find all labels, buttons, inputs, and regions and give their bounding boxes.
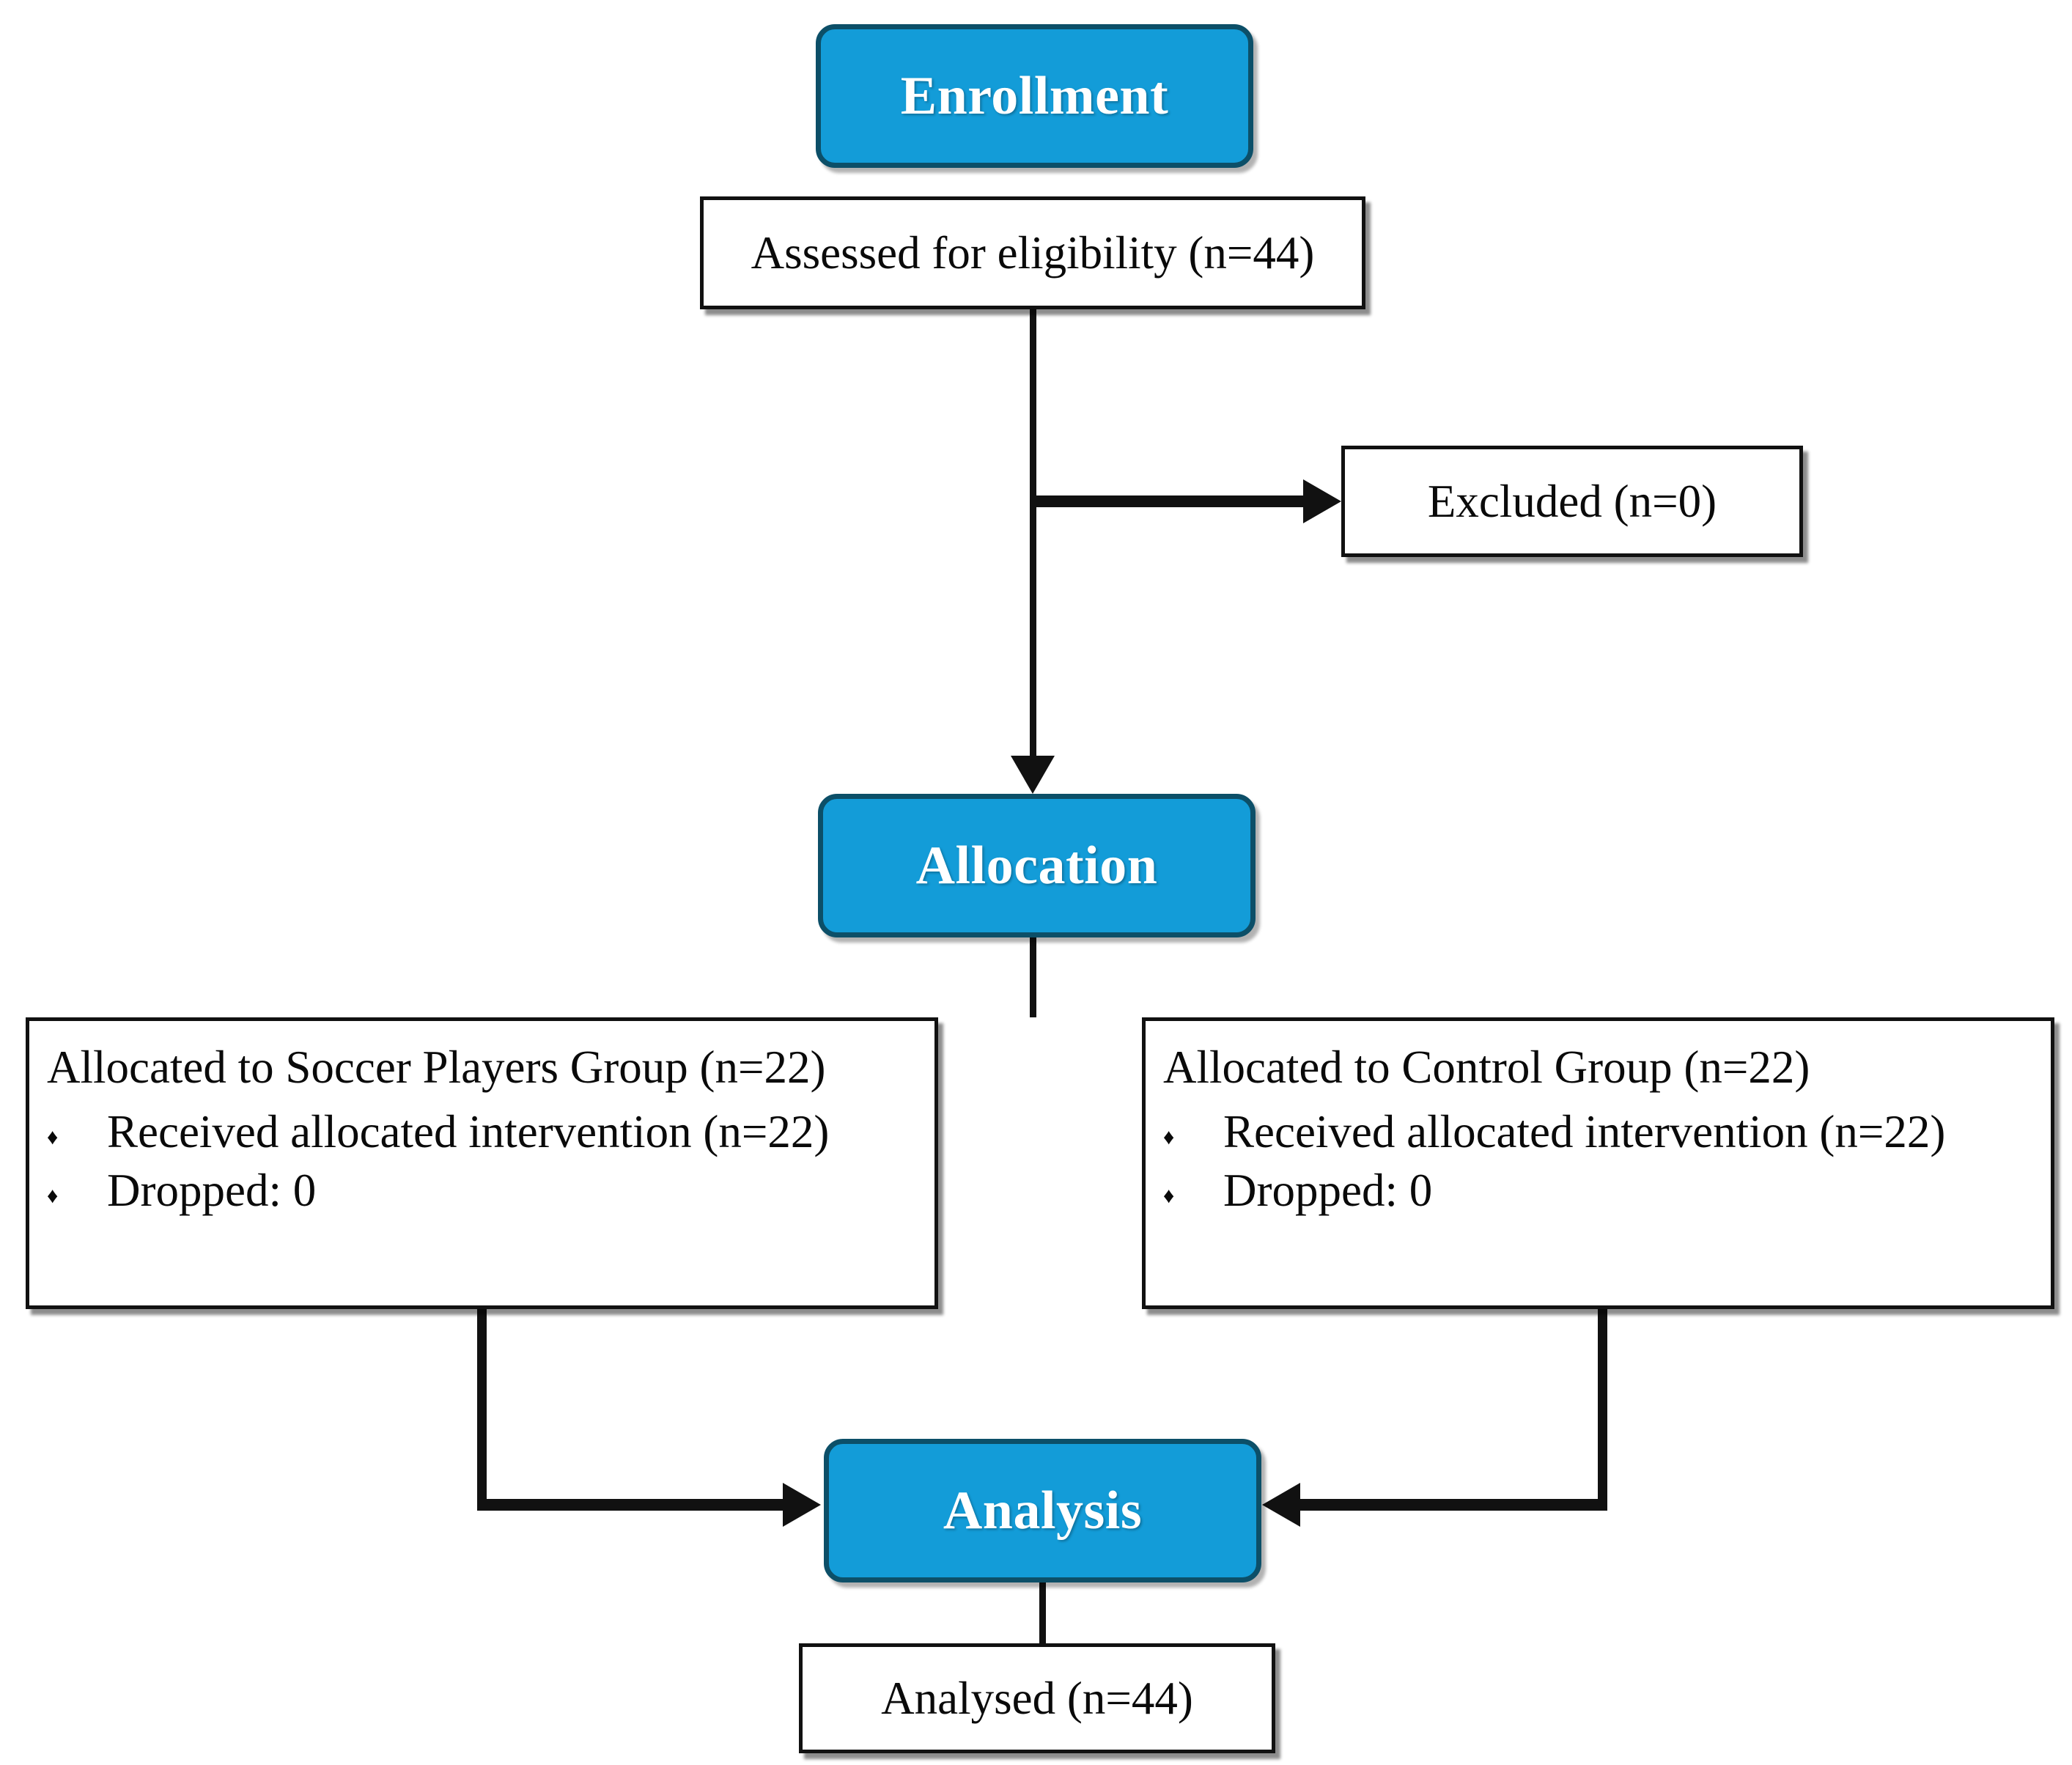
node-analysed: Analysed (n=44) xyxy=(799,1643,1275,1753)
arrowhead-left-to-analysis xyxy=(1262,1483,1300,1527)
node-assessed-for-eligibility-label: Assessed for eligibility (n=44) xyxy=(751,226,1315,279)
group-title-control: Allocated to Control Group (n=22) xyxy=(1163,1042,1810,1093)
stage-label-allocation: Allocation xyxy=(915,836,1158,896)
group-box-control: Allocated to Control Group (n=22) ♦ Rece… xyxy=(1142,1017,2054,1309)
node-assessed-for-eligibility: Assessed for eligibility (n=44) xyxy=(700,196,1365,309)
diamond-bullet-icon: ♦ xyxy=(47,1183,59,1208)
group-bullets-soccer-players: ♦ Received allocated intervention (n=22)… xyxy=(47,1105,921,1218)
arrowhead-right-to-analysis xyxy=(783,1483,821,1527)
diamond-bullet-icon: ♦ xyxy=(1163,1125,1175,1150)
node-excluded-label: Excluded (n=0) xyxy=(1427,475,1717,527)
node-excluded: Excluded (n=0) xyxy=(1341,446,1803,557)
stage-banner-enrollment: Enrollment xyxy=(816,24,1253,168)
connector-to-excluded xyxy=(1036,495,1304,507)
group-box-soccer-players: Allocated to Soccer Players Group (n=22)… xyxy=(26,1017,938,1309)
list-item-label: Dropped: 0 xyxy=(107,1164,317,1216)
connector-analysis-to-analysed xyxy=(1039,1582,1046,1643)
connector-eligibility-to-allocation xyxy=(1030,308,1036,759)
list-item-label: Dropped: 0 xyxy=(1223,1164,1433,1216)
stage-banner-allocation: Allocation xyxy=(818,794,1256,937)
connector-right-group-down xyxy=(1598,1309,1607,1508)
connector-left-group-to-analysis xyxy=(477,1499,785,1511)
stage-banner-analysis: Analysis xyxy=(824,1439,1261,1582)
node-assessed-for-eligibility-inner: Assessed for eligibility (n=44) xyxy=(704,200,1362,306)
node-analysed-label: Analysed (n=44) xyxy=(881,1672,1193,1724)
node-analysed-inner: Analysed (n=44) xyxy=(803,1647,1272,1750)
connector-right-group-to-analysis xyxy=(1300,1499,1607,1511)
stage-label-analysis: Analysis xyxy=(943,1481,1143,1541)
node-excluded-inner: Excluded (n=0) xyxy=(1345,449,1799,553)
list-item-label: Received allocated intervention (n=22) xyxy=(107,1106,830,1158)
diamond-bullet-icon: ♦ xyxy=(47,1125,59,1150)
list-item: ♦ Dropped: 0 xyxy=(47,1163,921,1219)
diamond-bullet-icon: ♦ xyxy=(1163,1183,1175,1208)
list-item: ♦ Received allocated intervention (n=22) xyxy=(47,1105,921,1160)
group-title-soccer-players: Allocated to Soccer Players Group (n=22) xyxy=(47,1042,826,1093)
stage-label-enrollment: Enrollment xyxy=(900,66,1169,126)
list-item-label: Received allocated intervention (n=22) xyxy=(1223,1106,1946,1158)
list-item: ♦ Received allocated intervention (n=22) xyxy=(1163,1105,2038,1160)
list-item: ♦ Dropped: 0 xyxy=(1163,1163,2038,1219)
connector-left-group-down xyxy=(477,1309,487,1508)
arrowhead-right-to-excluded xyxy=(1303,479,1341,523)
group-bullets-control: ♦ Received allocated intervention (n=22)… xyxy=(1163,1105,2038,1218)
connector-allocation-down xyxy=(1030,937,1036,1017)
arrowhead-down-to-allocation xyxy=(1011,756,1055,794)
